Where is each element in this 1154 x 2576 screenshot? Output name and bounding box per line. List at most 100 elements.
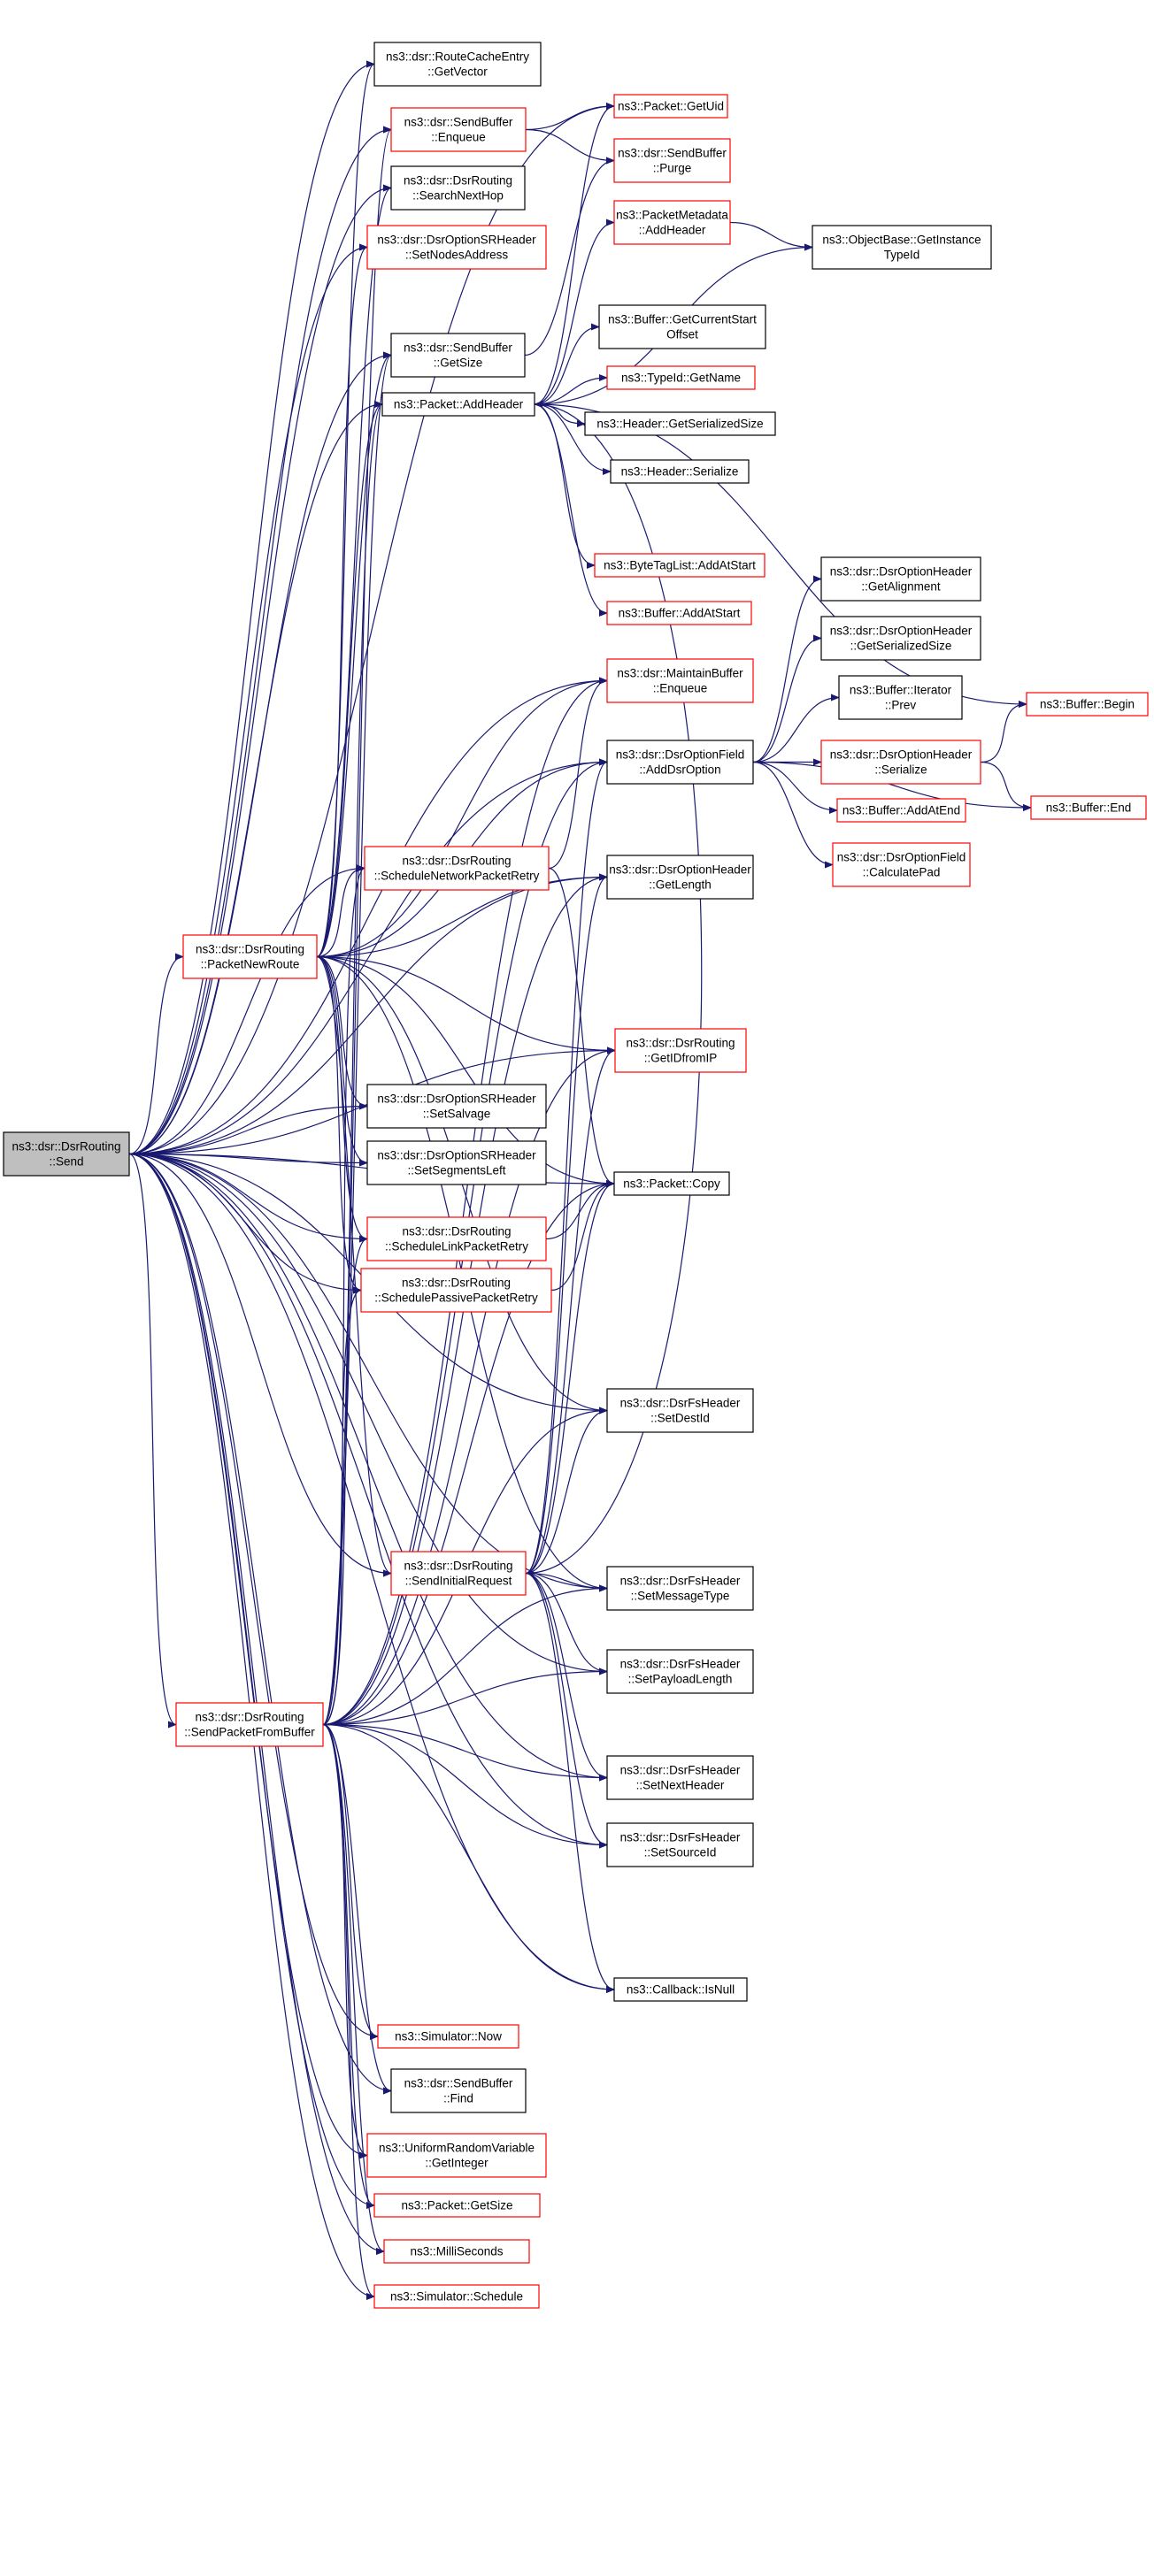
- node-box[interactable]: [366, 1140, 547, 1185]
- graph-node[interactable]: ns3::Buffer::AddAtEnd: [836, 798, 966, 823]
- graph-node[interactable]: ns3::dsr::DsrRouting::ScheduleNetworkPac…: [364, 846, 550, 891]
- graph-node[interactable]: ns3::dsr::RouteCacheEntry::GetVector: [373, 42, 542, 87]
- graph-node[interactable]: ns3::dsr::DsrOptionField::CalculatePad: [832, 842, 971, 887]
- node-box[interactable]: [606, 1566, 754, 1611]
- node-box[interactable]: [366, 1216, 547, 1261]
- node-box[interactable]: [584, 411, 776, 436]
- node-box[interactable]: [377, 2024, 519, 2049]
- node-box[interactable]: [836, 798, 966, 823]
- graph-node[interactable]: ns3::dsr::SendBuffer::Find: [390, 2068, 527, 2113]
- node-box[interactable]: [598, 304, 766, 349]
- node-box[interactable]: [613, 1171, 730, 1196]
- graph-node[interactable]: ns3::dsr::DsrRouting::SearchNextHop: [390, 165, 526, 211]
- graph-node[interactable]: ns3::dsr::SendBuffer::Enqueue: [390, 107, 527, 152]
- graph-node[interactable]: ns3::dsr::DsrRouting::GetIDfromIP: [614, 1028, 747, 1073]
- node-box[interactable]: [373, 2193, 541, 2218]
- node-box[interactable]: [838, 675, 963, 720]
- node-box[interactable]: [613, 1977, 748, 2002]
- node-box[interactable]: [613, 94, 728, 119]
- graph-node[interactable]: ns3::Packet::GetUid: [613, 94, 728, 119]
- node-box[interactable]: [820, 616, 981, 661]
- graph-node[interactable]: ns3::Header::Serialize: [610, 459, 750, 484]
- graph-node[interactable]: ns3::Buffer::End: [1030, 795, 1147, 820]
- node-box[interactable]: [366, 2133, 547, 2178]
- node-box[interactable]: [390, 1551, 527, 1596]
- graph-node[interactable]: ns3::TypeId::GetName: [606, 365, 756, 390]
- graph-node[interactable]: ns3::Buffer::Iterator::Prev: [838, 675, 963, 720]
- graph-node[interactable]: ns3::dsr::DsrRouting::SchedulePassivePac…: [360, 1268, 552, 1313]
- node-box[interactable]: [383, 2239, 530, 2264]
- node-box[interactable]: [606, 1388, 754, 1433]
- graph-node[interactable]: ns3::Packet::GetSize: [373, 2193, 541, 2218]
- node-box[interactable]: [614, 1028, 747, 1073]
- graph-node[interactable]: ns3::MilliSeconds: [383, 2239, 530, 2264]
- graph-node[interactable]: ns3::dsr::DsrOptionField::AddDsrOption: [606, 740, 754, 785]
- node-box[interactable]: [381, 392, 535, 417]
- node-box[interactable]: [390, 333, 526, 378]
- graph-node[interactable]: ns3::dsr::DsrFsHeader::SetPayloadLength: [606, 1649, 754, 1694]
- node-box[interactable]: [366, 225, 547, 270]
- node-box[interactable]: [594, 553, 765, 578]
- node-box[interactable]: [606, 601, 752, 625]
- node-box[interactable]: [366, 1084, 547, 1129]
- graph-node[interactable]: ns3::dsr::DsrOptionSRHeader::SetNodesAdd…: [366, 225, 547, 270]
- graph-node[interactable]: ns3::dsr::DsrRouting::Send: [3, 1131, 130, 1177]
- node-box[interactable]: [390, 107, 527, 152]
- graph-node[interactable]: ns3::dsr::DsrRouting::SendPacketFromBuff…: [175, 1702, 324, 1747]
- graph-node[interactable]: ns3::dsr::DsrOptionHeader::GetSerialized…: [820, 616, 981, 661]
- node-box[interactable]: [606, 1649, 754, 1694]
- node-box[interactable]: [820, 740, 981, 785]
- graph-node[interactable]: ns3::dsr::MaintainBuffer::Enqueue: [606, 658, 754, 703]
- node-box[interactable]: [606, 855, 754, 900]
- graph-node[interactable]: ns3::dsr::DsrFsHeader::SetNextHeader: [606, 1755, 754, 1800]
- graph-node[interactable]: ns3::Header::GetSerializedSize: [584, 411, 776, 436]
- node-box[interactable]: [820, 556, 981, 602]
- node-box[interactable]: [613, 200, 731, 245]
- graph-node[interactable]: ns3::dsr::DsrOptionHeader::Serialize: [820, 740, 981, 785]
- graph-node[interactable]: ns3::dsr::DsrFsHeader::SetDestId: [606, 1388, 754, 1433]
- node-box[interactable]: [175, 1702, 324, 1747]
- graph-node[interactable]: ns3::ByteTagList::AddAtStart: [594, 553, 765, 578]
- node-box[interactable]: [373, 42, 542, 87]
- graph-node[interactable]: ns3::dsr::DsrFsHeader::SetSourceId: [606, 1822, 754, 1867]
- graph-node[interactable]: ns3::UniformRandomVariable::GetInteger: [366, 2133, 547, 2178]
- node-box[interactable]: [360, 1268, 552, 1313]
- graph-node[interactable]: ns3::dsr::SendBuffer::Purge: [613, 138, 731, 183]
- graph-node[interactable]: ns3::dsr::DsrRouting::SendInitialRequest: [390, 1551, 527, 1596]
- graph-node[interactable]: ns3::Buffer::AddAtStart: [606, 601, 752, 625]
- node-box[interactable]: [613, 138, 731, 183]
- graph-node[interactable]: ns3::dsr::DsrOptionSRHeader::SetSalvage: [366, 1084, 547, 1129]
- node-box[interactable]: [610, 459, 750, 484]
- graph-node[interactable]: ns3::Callback::IsNull: [613, 1977, 748, 2002]
- node-box[interactable]: [832, 842, 971, 887]
- graph-node[interactable]: ns3::Simulator::Now: [377, 2024, 519, 2049]
- node-box[interactable]: [812, 225, 992, 270]
- graph-node[interactable]: ns3::Simulator::Schedule: [373, 2284, 540, 2309]
- graph-node[interactable]: ns3::Buffer::Begin: [1026, 692, 1149, 717]
- graph-node[interactable]: ns3::PacketMetadata::AddHeader: [613, 200, 731, 245]
- graph-node[interactable]: ns3::dsr::DsrOptionHeader::GetLength: [606, 855, 754, 900]
- node-box[interactable]: [1026, 692, 1149, 717]
- graph-node[interactable]: ns3::Packet::AddHeader: [381, 392, 535, 417]
- graph-node[interactable]: ns3::dsr::DsrRouting::PacketNewRoute: [182, 934, 318, 979]
- node-box[interactable]: [373, 2284, 540, 2309]
- node-box[interactable]: [606, 740, 754, 785]
- node-box[interactable]: [606, 1755, 754, 1800]
- node-box[interactable]: [606, 658, 754, 703]
- node-box[interactable]: [1030, 795, 1147, 820]
- graph-node[interactable]: ns3::dsr::DsrFsHeader::SetMessageType: [606, 1566, 754, 1611]
- node-box[interactable]: [606, 1822, 754, 1867]
- graph-node[interactable]: ns3::Packet::Copy: [613, 1171, 730, 1196]
- graph-node[interactable]: ns3::dsr::DsrRouting::ScheduleLinkPacket…: [366, 1216, 547, 1261]
- node-box[interactable]: [390, 2068, 527, 2113]
- node-box[interactable]: [364, 846, 550, 891]
- node-box[interactable]: [390, 165, 526, 211]
- graph-node[interactable]: ns3::dsr::DsrOptionHeader::GetAlignment: [820, 556, 981, 602]
- node-box[interactable]: [182, 934, 318, 979]
- graph-node[interactable]: ns3::dsr::SendBuffer::GetSize: [390, 333, 526, 378]
- node-box[interactable]: [3, 1131, 130, 1177]
- node-box[interactable]: [606, 365, 756, 390]
- graph-node[interactable]: ns3::dsr::DsrOptionSRHeader::SetSegments…: [366, 1140, 547, 1185]
